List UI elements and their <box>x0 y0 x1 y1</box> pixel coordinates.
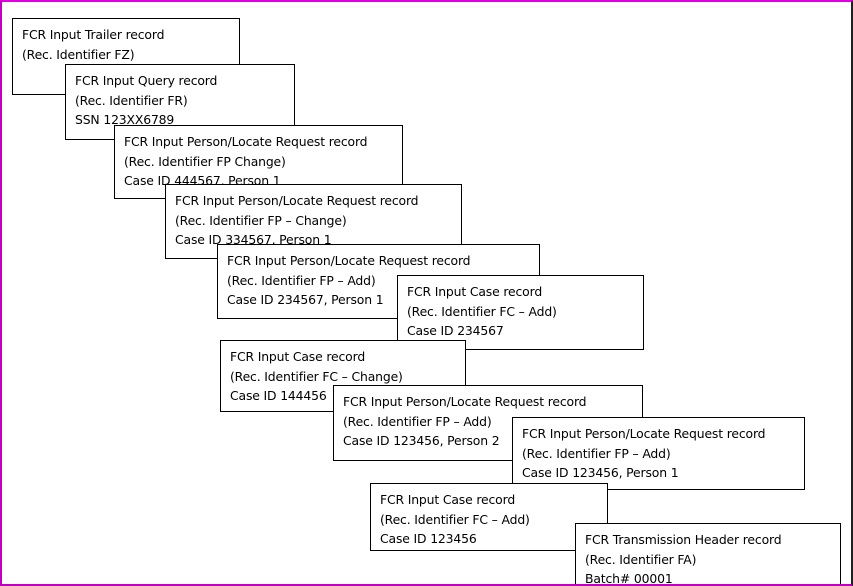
record-detail: SSN 123XX6789 <box>75 112 175 128</box>
record-detail: Case ID 234567 <box>407 323 504 339</box>
record-identifier: (Rec. Identifier FC – Change) <box>230 368 403 384</box>
record-detail: Case ID 334567, Person 1 <box>175 232 332 248</box>
record-identifier: (Rec. Identifier FC – Add) <box>407 303 557 319</box>
record-detail: Case ID 144456 <box>230 388 327 404</box>
record-box-fcr-transmission-header-record: FCR Transmission Header record (Rec. Iden… <box>575 523 841 586</box>
record-title: FCR Input Person/Locate Request record <box>124 134 368 149</box>
record-detail: Case ID 123456, Person 1 <box>522 465 679 481</box>
record-detail: Case ID 123456 <box>380 531 477 547</box>
record-title: FCR Input Person/Locate Request record <box>175 193 419 208</box>
record-title: FCR Input Person/Locate Request record <box>522 426 766 441</box>
record-identifier: (Rec. Identifier FP – Add) <box>522 445 671 461</box>
record-box-fcr-input-case-record-fc-add-234567: FCR Input Case record (Rec. Identifier FC… <box>397 275 644 350</box>
record-title: FCR Input Query record <box>75 73 218 88</box>
record-identifier: (Rec. Identifier FP – Add) <box>343 413 492 429</box>
record-identifier: (Rec. Identifier FP Change) <box>124 153 286 169</box>
record-identifier: (Rec. Identifier FP – Add) <box>227 272 376 288</box>
record-box-fcr-input-case-record-fc-add-123456: FCR Input Case record (Rec. Identifier FC… <box>370 483 608 551</box>
record-box-fcr-input-person-locate-request-fp-add-234567: FCR Input Person/Locate Request record (R… <box>217 244 540 319</box>
record-title: FCR Input Person/Locate Request record <box>227 253 471 268</box>
record-title: FCR Transmission Header record <box>585 532 782 547</box>
record-title: FCR Input Person/Locate Request record <box>343 394 587 409</box>
record-title: FCR Input Trailer record <box>22 27 165 42</box>
record-title: FCR Input Case record <box>380 492 516 507</box>
record-title: FCR Input Case record <box>230 349 366 364</box>
record-identifier: (Rec. Identifier FP – Change) <box>175 212 347 228</box>
record-box-fcr-input-person-locate-request-fp-add-123456-person1: FCR Input Person/Locate Request record (R… <box>512 417 805 490</box>
record-identifier: (Rec. Identifier FZ) <box>22 46 135 62</box>
record-identifier: (Rec. Identifier FR) <box>75 92 188 108</box>
record-title: FCR Input Case record <box>407 284 543 299</box>
record-detail: Case ID 234567, Person 1 <box>227 292 384 308</box>
record-identifier: (Rec. Identifier FC – Add) <box>380 511 530 527</box>
record-identifier: (Rec. Identifier FA) <box>585 551 697 567</box>
record-detail: Case ID 123456, Person 2 <box>343 433 500 449</box>
record-box-fcr-input-query-record: FCR Input Query record (Rec. Identifier F… <box>65 64 295 140</box>
record-detail: Batch# 00001 <box>585 571 673 586</box>
